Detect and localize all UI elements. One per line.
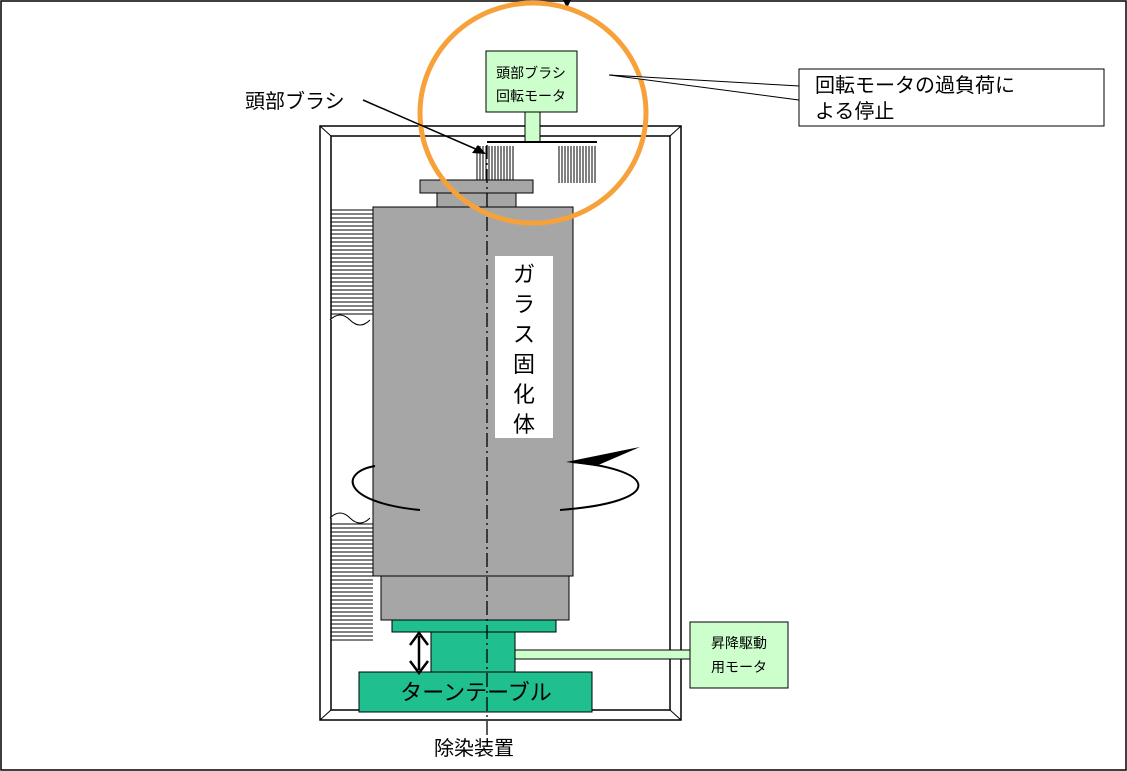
lift-motor xyxy=(689,621,789,689)
rotation-ellipse xyxy=(351,461,640,511)
head-brush-motor xyxy=(485,50,578,113)
glass-body-char-1: ガ xyxy=(513,263,535,288)
glass-body-char-4: 固 xyxy=(513,353,535,378)
head-brush-label: 頭部ブラシ xyxy=(245,89,345,113)
lift-motor-label-line2: 用モータ xyxy=(711,660,767,676)
lift-motor-label-line1: 昇降駆動 xyxy=(711,636,767,652)
rotation-arrowhead xyxy=(566,447,640,466)
lift-plate xyxy=(391,619,557,633)
glass-body-char-5: 化 xyxy=(513,383,535,408)
head-brush-right xyxy=(558,146,596,183)
callout-box xyxy=(798,68,1105,127)
motor-label-line1: 頭部ブラシ xyxy=(496,65,566,82)
callout-line1: 回転モータの過負荷に xyxy=(815,73,1015,97)
turntable xyxy=(358,671,593,713)
motor-shaft xyxy=(524,111,541,143)
side-brush-upper xyxy=(331,209,373,315)
vertical-movement-arrow xyxy=(409,630,429,676)
side-brush-break-upper xyxy=(329,314,371,326)
glass-body-neck xyxy=(436,192,517,208)
head-brush-pointer xyxy=(362,99,479,151)
lift-shaft xyxy=(430,631,516,673)
glass-body-base xyxy=(380,575,570,621)
motor-label-line2: 回転モータ xyxy=(496,89,566,105)
turntable-label: ターンテーブル xyxy=(400,681,552,706)
glass-body-cap xyxy=(419,179,534,194)
callout-line2: よる停止 xyxy=(815,99,894,123)
side-brush-break-lower xyxy=(329,512,371,524)
highlight-circle xyxy=(417,0,649,226)
lift-motor-shaft xyxy=(514,649,691,660)
device-caption: 除染装置 xyxy=(434,736,514,760)
head-brush-pointer-head xyxy=(472,145,486,154)
glass-body-char-3: ス xyxy=(513,323,535,348)
glass-body-char-6: 体 xyxy=(513,413,535,438)
glass-body-label-box xyxy=(495,256,553,438)
top-marker xyxy=(563,0,571,8)
glass-body-char-2: ラ xyxy=(513,293,535,318)
side-brush-lower xyxy=(331,523,373,641)
callout-pointer xyxy=(608,74,800,101)
